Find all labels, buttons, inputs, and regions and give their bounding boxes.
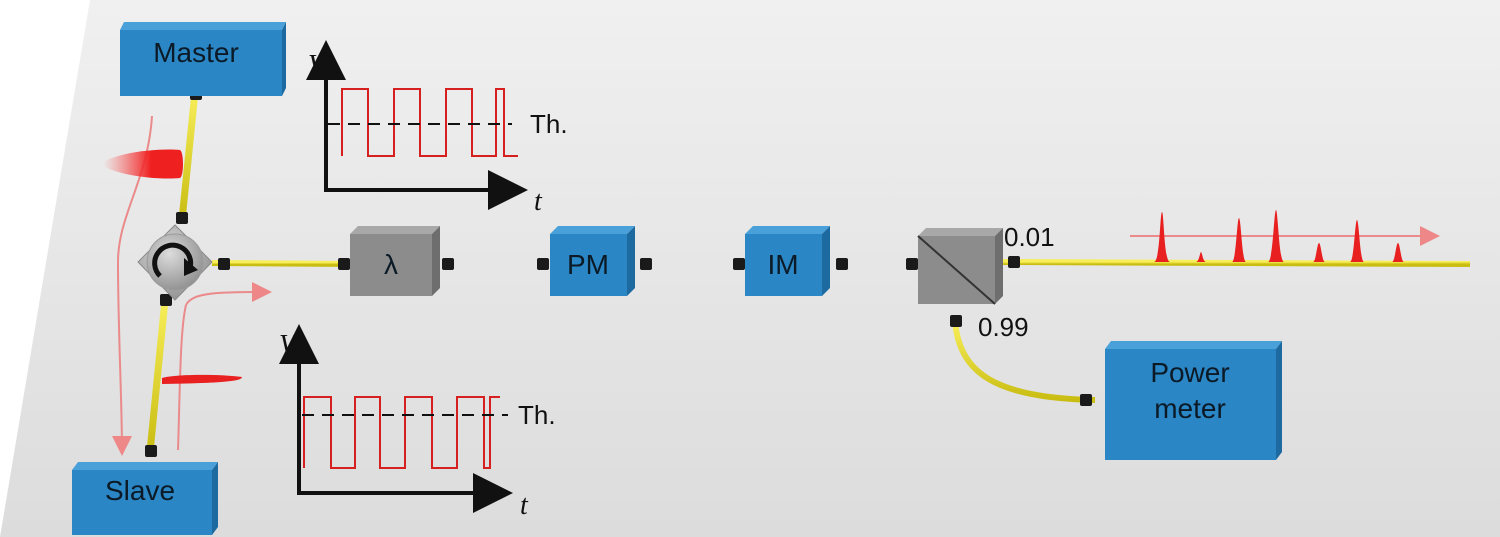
- power-meter: Power meter: [1105, 341, 1282, 460]
- master-label: Master: [153, 37, 239, 68]
- output-pulse: [1268, 210, 1284, 262]
- wave-plate: λ: [350, 226, 440, 296]
- top-plot-x-label: t: [534, 186, 543, 217]
- beam-splitter-icon: [917, 228, 1003, 305]
- power-meter-label-line2: meter: [1154, 393, 1226, 424]
- output-pulse: [1232, 218, 1246, 262]
- top-plot: V t Th.: [306, 40, 568, 217]
- fiber-lines: [146, 91, 1471, 453]
- intensity-modulator-label: IM: [767, 249, 798, 280]
- phase-modulator: PM: [550, 226, 635, 296]
- master-laser: Master: [120, 22, 286, 96]
- circulator-icon: [137, 224, 213, 301]
- bottom-plot-x-label: t: [520, 490, 529, 521]
- bottom-plot: V t Th.: [279, 324, 556, 521]
- splitter-tap-ratio: 0.99: [978, 312, 1029, 342]
- pulse-icon: [103, 149, 242, 384]
- output-pulse: [1154, 212, 1170, 262]
- output-pulse: [1196, 252, 1206, 262]
- slave-laser: Slave: [72, 462, 218, 535]
- intensity-modulator: IM: [745, 226, 830, 296]
- bottom-plot-y-label: V: [279, 330, 299, 361]
- output-pulse: [1350, 220, 1364, 262]
- slave-label: Slave: [105, 475, 175, 506]
- power-meter-label-line1: Power: [1150, 357, 1229, 388]
- bottom-plot-threshold-label: Th.: [518, 400, 556, 430]
- top-plot-y-label: V: [308, 50, 328, 81]
- splitter-output-ratio: 0.01: [1004, 222, 1055, 252]
- fiber-connectors: [145, 88, 1092, 457]
- output-pulse: [1392, 243, 1404, 262]
- phase-modulator-label: PM: [567, 249, 609, 280]
- wave-plate-label: λ: [384, 249, 398, 280]
- output-pulse: [1313, 243, 1325, 262]
- top-plot-threshold-label: Th.: [530, 109, 568, 139]
- output-pulse-train: [1130, 210, 1440, 262]
